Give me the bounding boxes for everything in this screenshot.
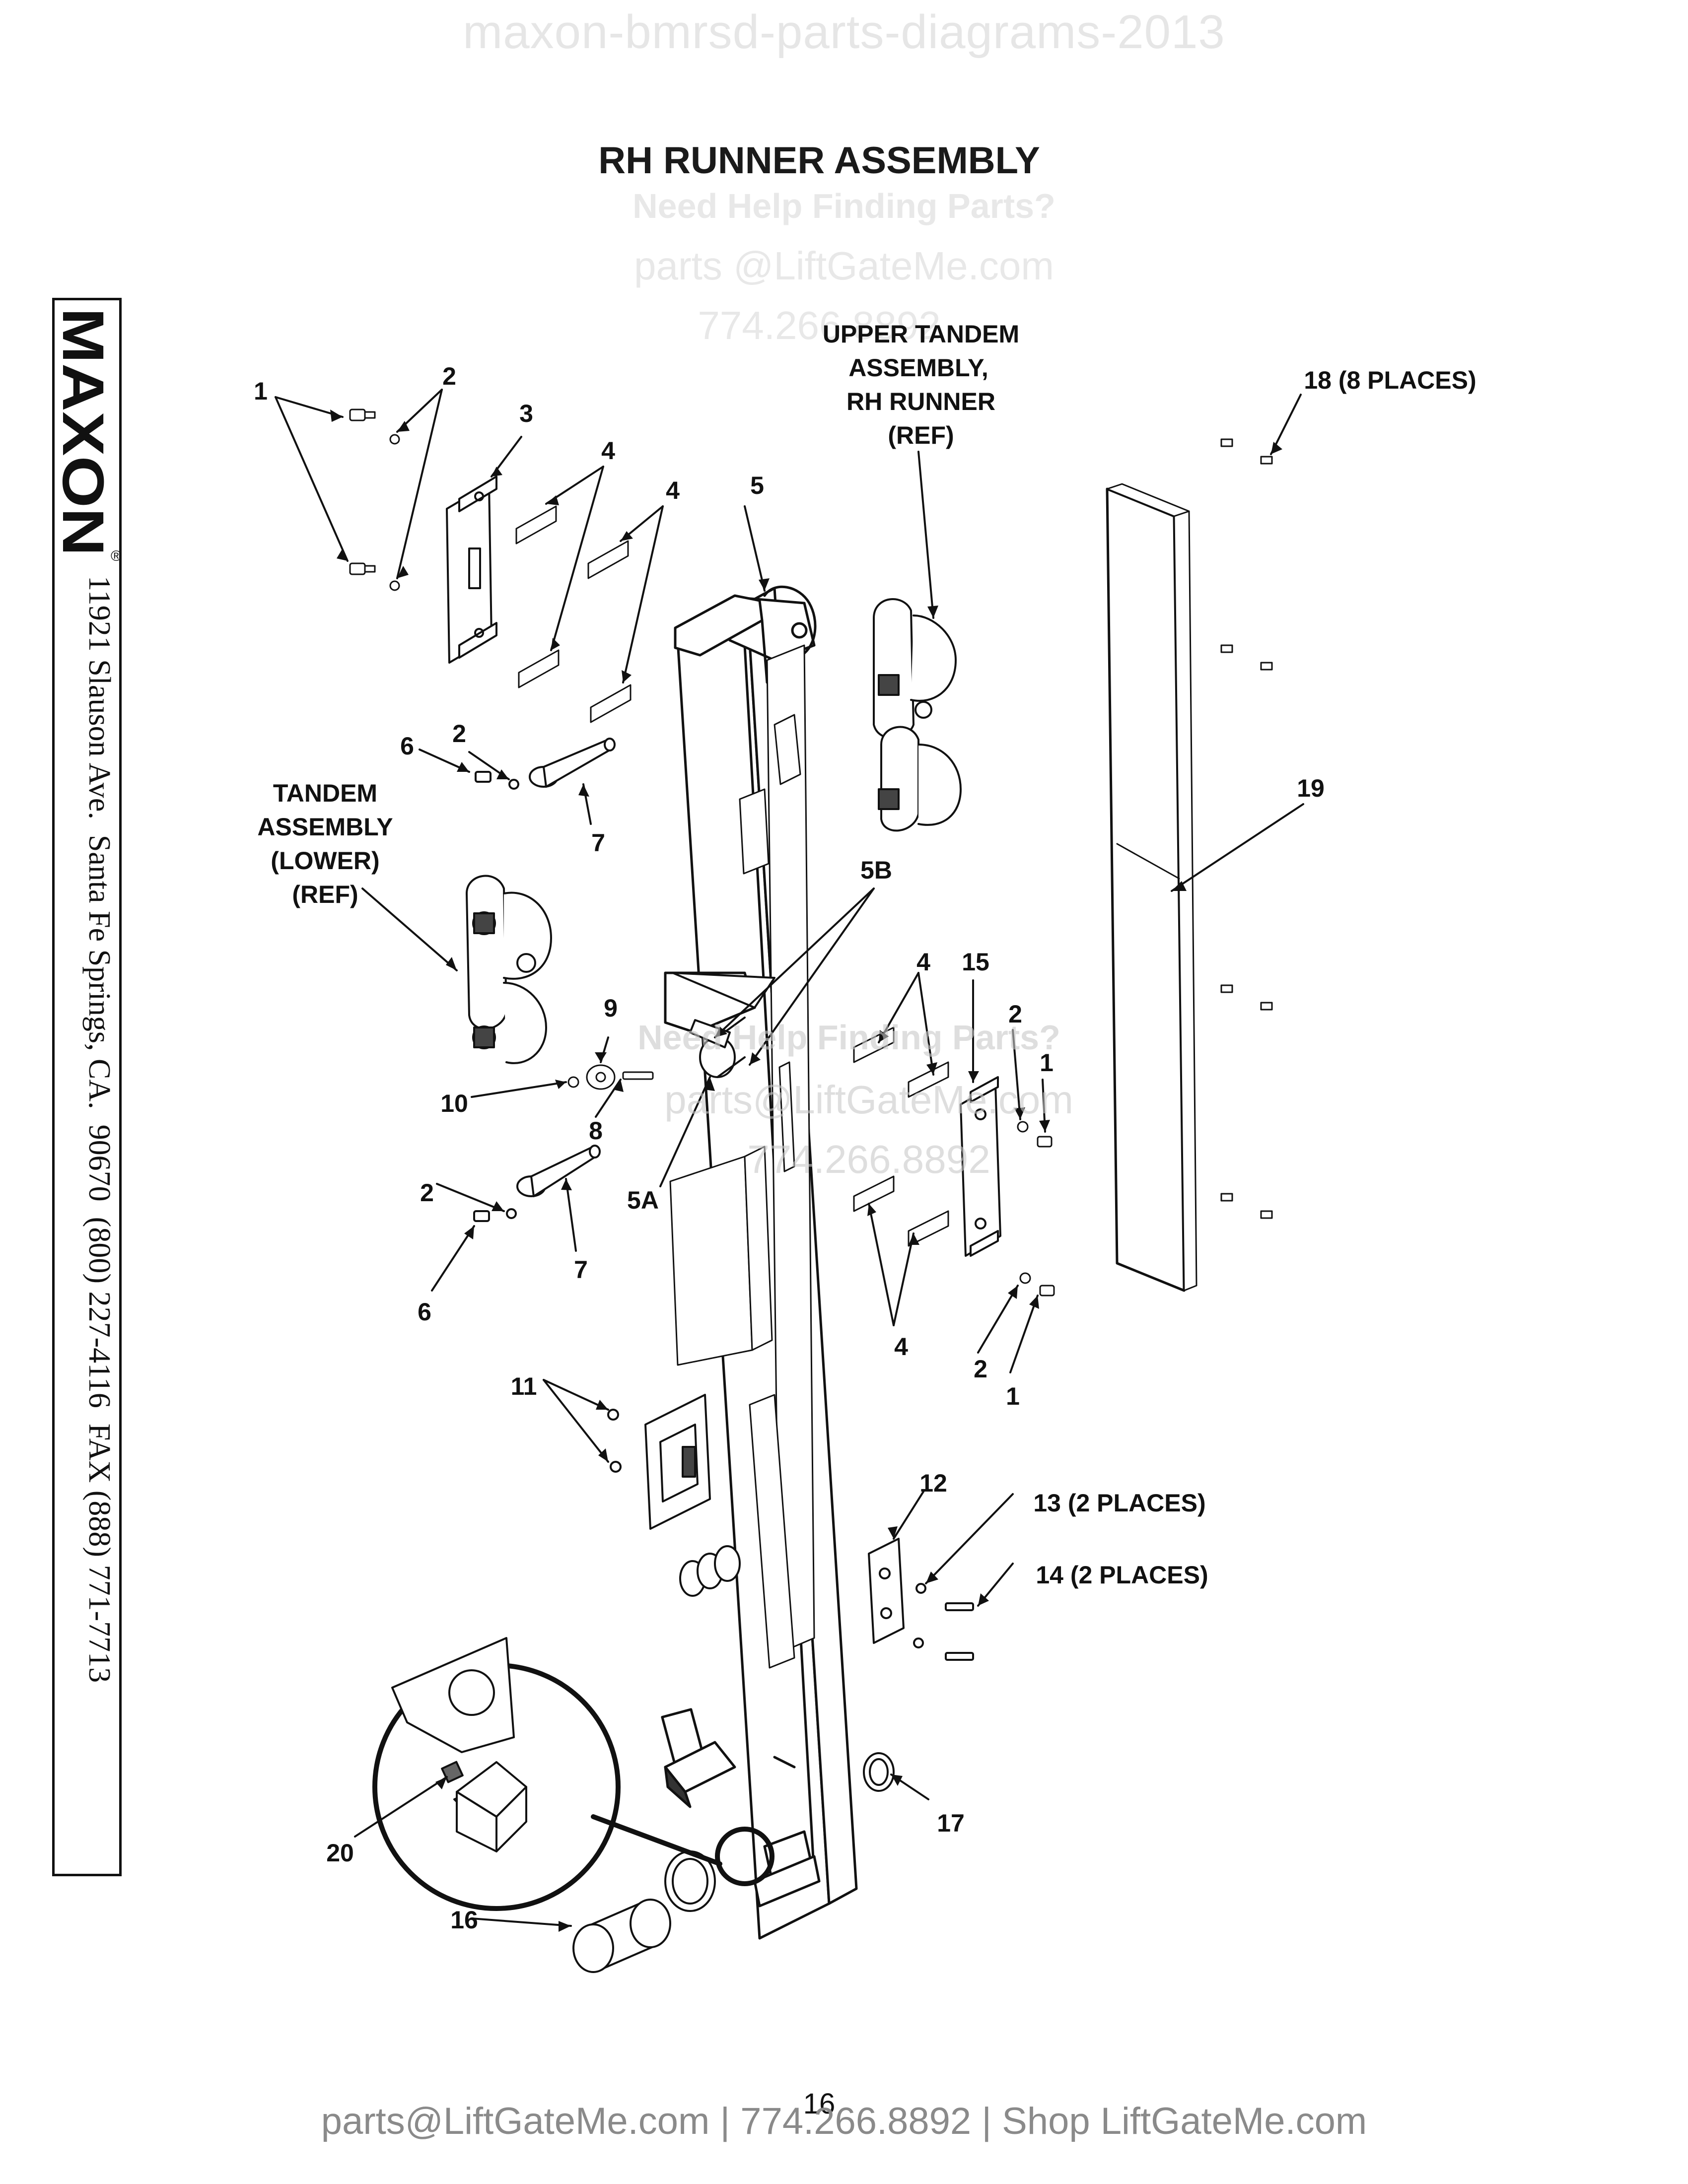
callout-upper-tandem-4: (REF) [888, 421, 954, 449]
callout-4-c: 4 [916, 948, 930, 976]
callout-2-right-low: 2 [974, 1355, 987, 1383]
upper-tandem-assembly [873, 598, 962, 832]
callout-20: 20 [326, 1839, 354, 1867]
callout-3: 3 [519, 400, 533, 427]
callout-2-low: 2 [420, 1179, 434, 1207]
part-7-pin-lower [473, 1145, 601, 1222]
watermark-phone-2: 774.266.8892 [747, 1137, 990, 1181]
callout-4-a: 4 [601, 437, 615, 465]
part-17-bushing [863, 1752, 895, 1792]
callout-17: 17 [937, 1809, 965, 1837]
parts-8-9-10 [567, 1064, 654, 1090]
callout-2-mid: 2 [452, 720, 466, 748]
callout-18: 18 (8 PLACES) [1304, 366, 1476, 394]
fasteners-right [1017, 1121, 1055, 1297]
runner-channel [661, 585, 858, 1940]
registered-mark: ® [111, 548, 122, 564]
callout-1-right-low: 1 [1006, 1382, 1020, 1410]
callout-16: 16 [450, 1906, 478, 1934]
part-11-bracket [607, 1394, 711, 1530]
part-12-block [868, 1538, 974, 1661]
callout-1-top: 1 [254, 377, 268, 405]
watermark-email-2: parts@LiftGateMe.com [664, 1078, 1073, 1122]
callout-tandem-3: (LOWER) [271, 847, 379, 875]
part-4-shims-upper [515, 505, 632, 723]
part-4-shims-lower [853, 1026, 949, 1247]
watermark-help-heading: Need Help Finding Parts? [633, 187, 1055, 225]
callout-5: 5 [750, 472, 764, 499]
callout-15: 15 [962, 948, 989, 976]
callout-8: 8 [589, 1117, 603, 1145]
part-3-plate [446, 476, 497, 664]
callout-1-right: 1 [1040, 1049, 1054, 1077]
callout-19: 19 [1297, 774, 1325, 802]
callout-tandem-2: ASSEMBLY [257, 813, 393, 841]
callout-5b: 5B [860, 856, 892, 884]
callout-2-right: 2 [1008, 1000, 1022, 1028]
callout-6-top: 6 [400, 732, 414, 760]
callout-7-low: 7 [574, 1256, 588, 1284]
maxon-logo: MAXON ® [52, 308, 122, 564]
callout-4-d: 4 [894, 1333, 908, 1361]
brand-sidebar-box [52, 298, 122, 1876]
callout-10: 10 [440, 1090, 468, 1117]
callout-4-b: 4 [666, 477, 680, 504]
callout-9: 9 [604, 994, 618, 1022]
callout-6-low: 6 [418, 1298, 431, 1326]
callout-tandem-4: (REF) [292, 881, 358, 908]
watermark-phone: 774.266.8892 [698, 303, 941, 347]
pivot-shaft [672, 972, 775, 1078]
callout-14: 14 (2 PLACES) [1036, 1561, 1208, 1589]
part-19-cover-plate [1106, 483, 1197, 1292]
callout-5a: 5A [627, 1186, 659, 1214]
part-18-screws [1220, 438, 1273, 1219]
callout-13: 13 (2 PLACES) [1033, 1489, 1205, 1517]
watermark-help-heading-2: Need Help Finding Parts? [637, 1018, 1060, 1057]
arrowheads [330, 410, 1282, 1932]
maxon-logo-text: MAXON [52, 308, 116, 556]
lower-tandem-assembly [466, 875, 552, 1064]
callout-7-top: 7 [591, 829, 605, 857]
fasteners-upper [349, 409, 400, 591]
footer-contact: parts@LiftGateMe.com | 774.266.8892 | Sh… [321, 2100, 1367, 2142]
callout-upper-tandem-2: ASSEMBLY, [848, 354, 988, 382]
part-7-pin-upper [475, 738, 616, 790]
page-title: RH RUNNER ASSEMBLY [598, 139, 1040, 182]
callout-11: 11 [511, 1372, 537, 1400]
watermark-email: parts @LiftGateMe.com [634, 244, 1054, 288]
callout-12: 12 [919, 1469, 947, 1497]
callout-upper-tandem-1: UPPER TANDEM [823, 320, 1019, 348]
part-16-bushing [572, 1850, 716, 1973]
callout-2-top: 2 [442, 362, 456, 390]
detail-magnifier [372, 1637, 774, 1911]
callout-labels: 1 2 3 4 4 5 UPPER TANDEM ASSEMBLY, RH RU… [254, 320, 1477, 1934]
channel-roller [679, 1545, 741, 1597]
callout-upper-tandem-3: RH RUNNER [846, 388, 995, 415]
page-number: 16 [803, 2088, 836, 2120]
callout-tandem-1: TANDEM [273, 779, 377, 807]
watermark-top: maxon-bmrsd-parts-diagrams-2013 [463, 5, 1225, 59]
part-15-plate [960, 1076, 1001, 1257]
